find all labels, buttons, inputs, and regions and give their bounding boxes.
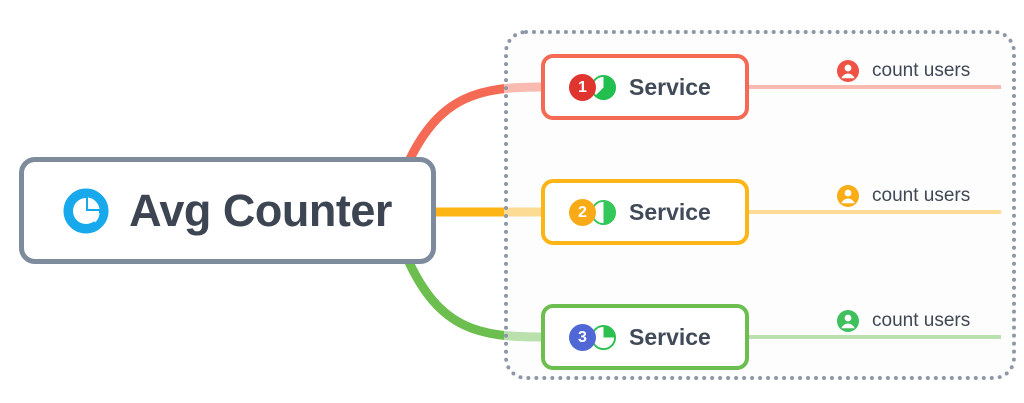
service-node-3[interactable]: 3 Service xyxy=(541,304,749,370)
root-node-avg-counter[interactable]: Avg Counter xyxy=(19,157,436,264)
root-node-label: Avg Counter xyxy=(129,184,392,236)
service-node-label-2: Service xyxy=(629,198,711,225)
leaf-label-1: count users xyxy=(872,60,971,81)
service-node-label-3: Service xyxy=(629,323,711,350)
service-badge-2: 2 xyxy=(569,199,596,226)
service-icon-group-3: 3 xyxy=(569,322,617,352)
leaf-count-users-1[interactable]: count users xyxy=(836,59,970,83)
service-node-2[interactable]: 2 Service xyxy=(541,179,749,245)
service-badge-3: 3 xyxy=(569,324,596,351)
user-icon xyxy=(837,60,859,82)
user-icon xyxy=(837,185,859,207)
service-node-label-1: Service xyxy=(629,73,711,100)
pie-chart-icon xyxy=(590,324,617,351)
service-node-1[interactable]: 1 Service xyxy=(541,54,749,120)
leaf-count-users-3[interactable]: count users xyxy=(836,309,970,333)
leaf-label-3: count users xyxy=(872,310,971,331)
leaf-label-2: count users xyxy=(872,185,971,206)
leaf-count-users-2[interactable]: count users xyxy=(836,184,970,208)
service-icon-group-1: 1 xyxy=(569,72,617,102)
pie-chart-icon xyxy=(63,188,109,234)
service-badge-1: 1 xyxy=(569,74,596,101)
user-icon xyxy=(837,310,859,332)
service-icon-group-2: 2 xyxy=(569,197,617,227)
